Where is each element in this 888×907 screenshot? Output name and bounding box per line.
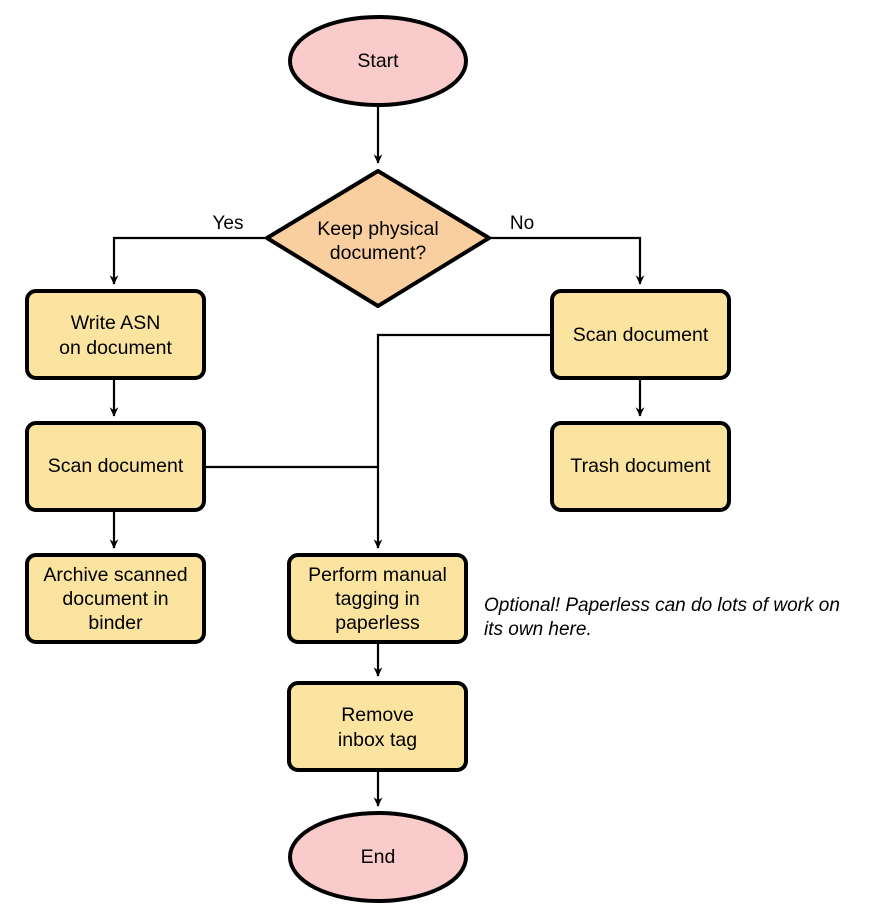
manual-tagging-label-line1: Perform manual bbox=[308, 564, 447, 586]
annotation-optional-note: Optional! Paperless can do lots of work … bbox=[484, 595, 840, 640]
edge-label-no: No bbox=[510, 213, 534, 234]
trash-document-box-shape bbox=[550, 421, 731, 512]
node-trash-document[interactable]: Trash document bbox=[550, 421, 731, 512]
manual-tagging-label-line3: paperless bbox=[335, 612, 420, 634]
write-asn-label-line1: Write ASN bbox=[71, 312, 161, 334]
start-label: Start bbox=[357, 50, 399, 72]
node-scan-document-left[interactable]: Scan document bbox=[25, 421, 206, 512]
decision-label-line1: Keep physical bbox=[317, 218, 438, 240]
node-remove-inbox-tag[interactable]: Remove inbox tag bbox=[287, 681, 468, 772]
node-start[interactable]: Start bbox=[288, 15, 468, 107]
edge-decision-no-to-scan-right bbox=[490, 236, 645, 285]
decision-diamond-shape bbox=[265, 169, 491, 308]
archive-label-line3: binder bbox=[88, 612, 143, 634]
end-ellipse-shape bbox=[288, 811, 468, 903]
trash-document-label: Trash document bbox=[570, 455, 711, 477]
scan-document-left-box-shape bbox=[25, 421, 206, 512]
manual-tagging-label-line2: tagging in bbox=[335, 588, 420, 610]
write-asn-box-shape bbox=[25, 289, 206, 380]
archive-box-shape bbox=[25, 553, 206, 644]
scan-document-left-label: Scan document bbox=[48, 455, 184, 477]
node-decision-keep-physical-document[interactable]: Keep physical document? bbox=[265, 169, 491, 308]
connector-layer bbox=[109, 105, 645, 807]
node-scan-document-right[interactable]: Scan document bbox=[550, 289, 731, 380]
scan-document-right-box-shape bbox=[550, 289, 731, 380]
edge-scan-right-to-manual-tagging bbox=[373, 333, 552, 549]
archive-label-line2: document in bbox=[62, 588, 168, 610]
manual-tagging-box-shape bbox=[287, 553, 468, 644]
remove-inbox-label-line2: inbox tag bbox=[338, 729, 417, 751]
remove-inbox-label-line1: Remove bbox=[341, 704, 414, 726]
optional-note-line1: Optional! Paperless can do lots of work … bbox=[484, 595, 840, 616]
end-label: End bbox=[361, 846, 396, 868]
node-end[interactable]: End bbox=[288, 811, 468, 903]
write-asn-label-line2: on document bbox=[59, 337, 172, 359]
optional-note-line2: its own here. bbox=[484, 619, 592, 640]
archive-label-line1: Archive scanned bbox=[43, 564, 187, 586]
edge-decision-yes-to-write-asn bbox=[109, 236, 265, 285]
remove-inbox-box-shape bbox=[287, 681, 468, 772]
node-archive-scanned-document[interactable]: Archive scanned document in binder bbox=[25, 553, 206, 644]
scan-document-right-label: Scan document bbox=[573, 324, 709, 346]
node-write-asn-on-document[interactable]: Write ASN on document bbox=[25, 289, 206, 380]
edge-label-yes: Yes bbox=[213, 213, 244, 234]
start-ellipse-shape bbox=[288, 15, 468, 107]
decision-label-line2: document? bbox=[330, 242, 427, 264]
node-perform-manual-tagging[interactable]: Perform manual tagging in paperless bbox=[287, 553, 468, 644]
